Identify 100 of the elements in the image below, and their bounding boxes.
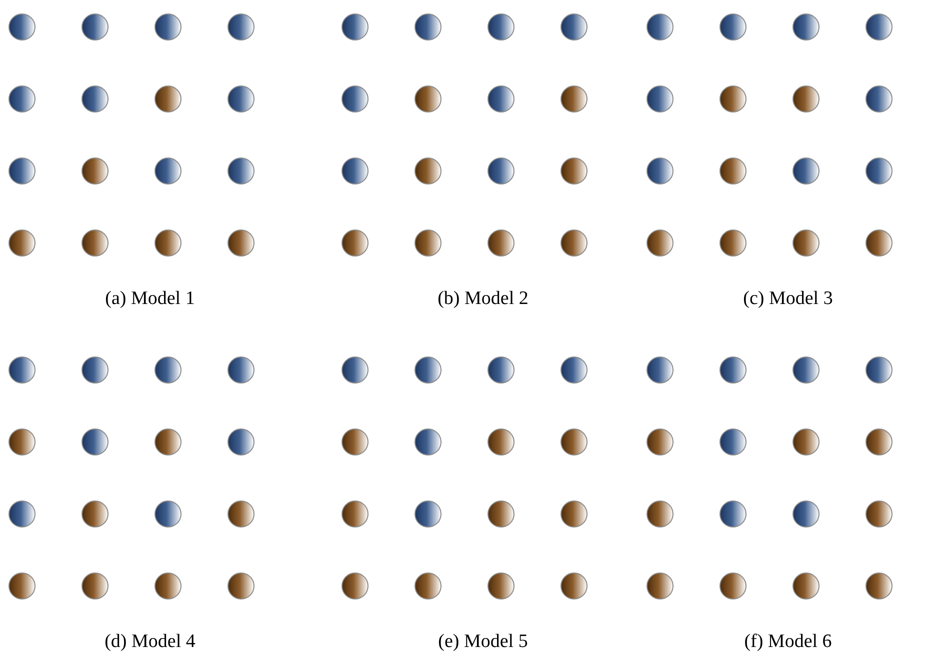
shaded-sphere — [414, 13, 442, 41]
shaded-sphere — [865, 356, 893, 384]
shaded-sphere — [792, 356, 820, 384]
panel-caption: (a) Model 1 — [104, 288, 196, 310]
shaded-sphere — [560, 85, 588, 113]
shaded-sphere — [646, 229, 674, 257]
shaded-sphere — [154, 356, 182, 384]
shaded-sphere — [865, 500, 893, 528]
shaded-sphere — [646, 500, 674, 528]
panel-caption: (f) Model 6 — [743, 631, 833, 653]
shaded-sphere — [487, 572, 515, 600]
shaded-sphere — [560, 572, 588, 600]
shaded-sphere — [560, 356, 588, 384]
shaded-sphere — [227, 229, 255, 257]
shaded-sphere — [792, 13, 820, 41]
shaded-sphere — [8, 13, 36, 41]
shaded-sphere — [227, 572, 255, 600]
shaded-sphere — [487, 85, 515, 113]
shaded-sphere — [81, 572, 109, 600]
shaded-sphere — [154, 572, 182, 600]
shaded-sphere — [719, 356, 747, 384]
shaded-sphere — [8, 356, 36, 384]
shaded-sphere — [865, 157, 893, 185]
shaded-sphere — [719, 428, 747, 456]
shaded-sphere — [227, 157, 255, 185]
shaded-sphere — [865, 572, 893, 600]
shaded-sphere — [81, 229, 109, 257]
shaded-sphere — [8, 428, 36, 456]
shaded-sphere — [341, 157, 369, 185]
shaded-sphere — [560, 229, 588, 257]
shaded-sphere — [560, 13, 588, 41]
panel-caption: (e) Model 5 — [437, 631, 529, 653]
shaded-sphere — [865, 229, 893, 257]
shaded-sphere — [341, 500, 369, 528]
shaded-sphere — [560, 428, 588, 456]
shaded-sphere — [341, 85, 369, 113]
shaded-sphere — [81, 356, 109, 384]
shaded-sphere — [487, 157, 515, 185]
shaded-sphere — [227, 356, 255, 384]
shaded-sphere — [341, 428, 369, 456]
shaded-sphere — [414, 229, 442, 257]
shaded-sphere — [8, 572, 36, 600]
shaded-sphere — [487, 356, 515, 384]
shaded-sphere — [414, 356, 442, 384]
shaded-sphere — [719, 572, 747, 600]
shaded-sphere — [560, 157, 588, 185]
shaded-sphere — [414, 157, 442, 185]
shaded-sphere — [646, 157, 674, 185]
shaded-sphere — [719, 85, 747, 113]
shaded-sphere — [8, 85, 36, 113]
shaded-sphere — [646, 13, 674, 41]
shaded-sphere — [8, 500, 36, 528]
shaded-sphere — [227, 85, 255, 113]
shaded-sphere — [792, 157, 820, 185]
shaded-sphere — [414, 572, 442, 600]
shaded-sphere — [646, 428, 674, 456]
shaded-sphere — [227, 428, 255, 456]
shaded-sphere — [792, 428, 820, 456]
shaded-sphere — [719, 13, 747, 41]
shaded-sphere — [341, 572, 369, 600]
shaded-sphere — [646, 85, 674, 113]
shaded-sphere — [414, 500, 442, 528]
shaded-sphere — [560, 500, 588, 528]
shaded-sphere — [341, 356, 369, 384]
shaded-sphere — [81, 157, 109, 185]
shaded-sphere — [487, 500, 515, 528]
panel-caption: (b) Model 2 — [436, 288, 530, 310]
shaded-sphere — [154, 229, 182, 257]
shaded-sphere — [227, 13, 255, 41]
panel-caption: (d) Model 4 — [104, 631, 196, 653]
shaded-sphere — [414, 85, 442, 113]
shaded-sphere — [414, 428, 442, 456]
shaded-sphere — [719, 157, 747, 185]
shaded-sphere — [81, 428, 109, 456]
shaded-sphere — [8, 229, 36, 257]
shaded-sphere — [81, 500, 109, 528]
shaded-sphere — [719, 229, 747, 257]
shaded-sphere — [154, 13, 182, 41]
shaded-sphere — [646, 572, 674, 600]
shaded-sphere — [8, 157, 36, 185]
shaded-sphere — [487, 428, 515, 456]
shaded-sphere — [154, 428, 182, 456]
shaded-sphere — [865, 85, 893, 113]
shaded-sphere — [487, 13, 515, 41]
shaded-sphere — [341, 13, 369, 41]
shaded-sphere — [487, 229, 515, 257]
shaded-sphere — [792, 85, 820, 113]
shaded-sphere — [154, 500, 182, 528]
shaded-sphere — [792, 229, 820, 257]
shaded-sphere — [81, 13, 109, 41]
panel-caption: (c) Model 3 — [742, 288, 834, 310]
shaded-sphere — [154, 85, 182, 113]
shaded-sphere — [227, 500, 255, 528]
shaded-sphere — [792, 572, 820, 600]
shaded-sphere — [865, 428, 893, 456]
shaded-sphere — [646, 356, 674, 384]
shaded-sphere — [865, 13, 893, 41]
shaded-sphere — [719, 500, 747, 528]
shaded-sphere — [81, 85, 109, 113]
shaded-sphere — [792, 500, 820, 528]
